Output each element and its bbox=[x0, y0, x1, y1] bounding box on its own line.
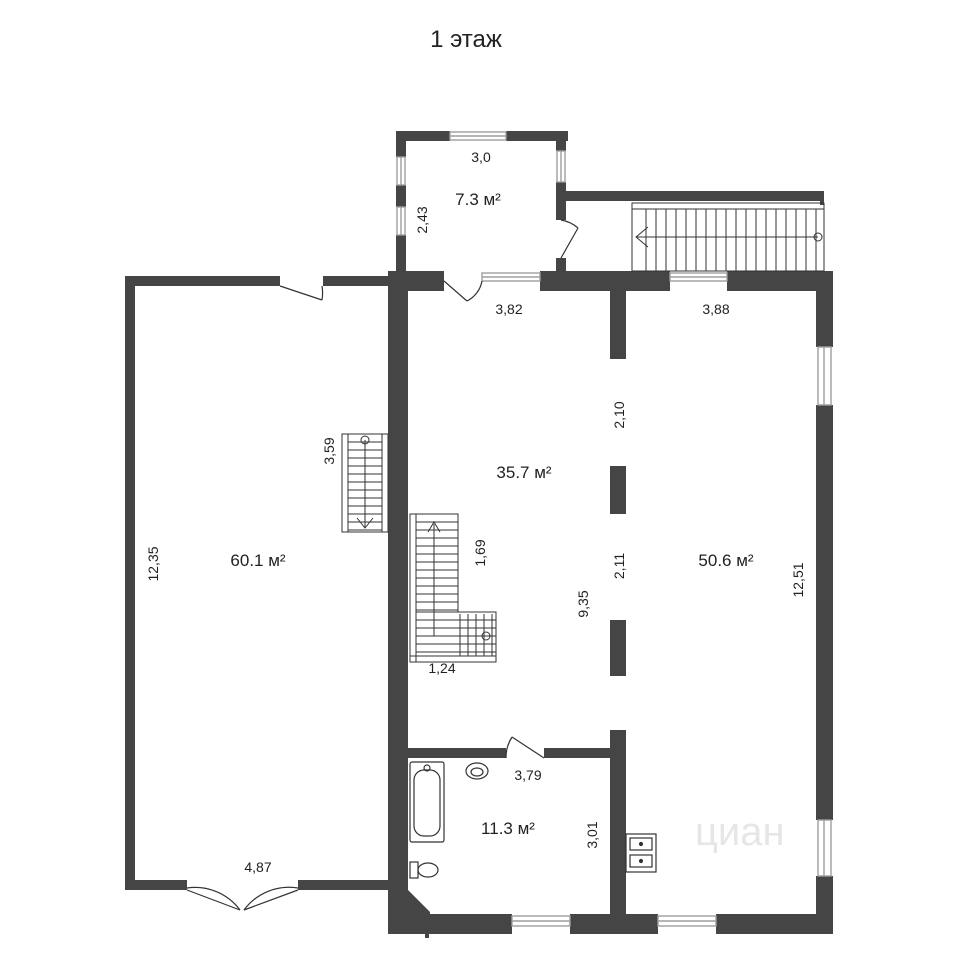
dimension-label: 12,51 bbox=[790, 562, 806, 597]
windows bbox=[396, 131, 832, 927]
dimension-label: 3,01 bbox=[584, 821, 600, 848]
toilet-icon bbox=[409, 861, 439, 879]
window-icon bbox=[511, 915, 571, 927]
window-icon bbox=[669, 272, 728, 282]
dimension-label: 9,35 bbox=[575, 590, 591, 617]
door-swing-icon bbox=[443, 280, 483, 302]
dimension-label: 3,88 bbox=[702, 301, 729, 317]
dimension-label: 3,82 bbox=[495, 301, 522, 317]
room-area-vestibule: 7.3 м² bbox=[455, 190, 501, 209]
dimension-label: 12,35 bbox=[145, 546, 161, 581]
bathtub-icon bbox=[409, 761, 445, 843]
sink-icon bbox=[465, 762, 489, 780]
room-area-middle: 35.7 м² bbox=[496, 463, 551, 482]
room-area-right: 50.6 м² bbox=[698, 551, 753, 570]
window-icon bbox=[481, 272, 541, 282]
dimension-label: 3,59 bbox=[321, 437, 337, 464]
dimension-label: 2,43 bbox=[414, 206, 430, 233]
room-labels: 7.3 м² 60.1 м² 35.7 м² 50.6 м² 11.3 м² bbox=[230, 190, 753, 838]
window-icon bbox=[817, 346, 832, 406]
walls bbox=[125, 131, 833, 938]
watermark-logo: циан bbox=[695, 810, 785, 854]
dimension-label: 2,11 bbox=[611, 553, 627, 579]
door-swing-icon bbox=[560, 219, 579, 259]
dimension-label: 1,69 bbox=[472, 539, 488, 566]
staircase-icon bbox=[631, 202, 825, 272]
doors bbox=[186, 219, 579, 911]
dimension-labels: 3,0 2,43 3,82 3,88 3,59 12,35 2,10 1,69 … bbox=[145, 149, 806, 875]
window-icon bbox=[556, 150, 566, 183]
stove-icon bbox=[625, 833, 657, 873]
floor-title: 1 этаж bbox=[430, 26, 502, 53]
window-icon bbox=[396, 156, 406, 186]
door-swing-icon bbox=[279, 285, 324, 301]
room-area-bathroom: 11.3 м² bbox=[481, 819, 535, 838]
window-icon bbox=[449, 131, 507, 141]
dimension-label: 4,87 bbox=[244, 859, 271, 875]
window-icon bbox=[396, 206, 406, 236]
door-swing-icon bbox=[505, 736, 545, 759]
door-swing-icon bbox=[186, 886, 299, 911]
window-icon bbox=[817, 819, 832, 877]
dimension-label: 3,79 bbox=[514, 767, 541, 783]
dimension-label: 1,24 bbox=[428, 660, 455, 676]
staircase-icon bbox=[409, 513, 497, 663]
dimension-label: 2,10 bbox=[611, 401, 627, 428]
dimension-label: 3,0 bbox=[471, 149, 491, 165]
window-icon bbox=[657, 915, 717, 927]
room-area-left: 60.1 м² bbox=[230, 551, 285, 570]
staircase-icon bbox=[341, 433, 389, 533]
